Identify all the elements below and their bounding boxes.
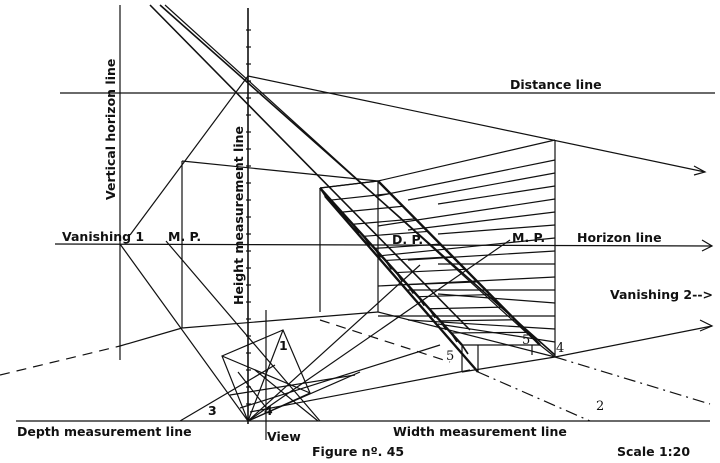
vanishing-2-label: Vanishing 2--> (610, 287, 713, 302)
stair-riser (352, 223, 360, 234)
reference-lines (16, 5, 715, 440)
wall-hatch-line (407, 211, 556, 231)
wall-hatch-line (377, 198, 556, 227)
stair-tread (407, 281, 478, 286)
height-measurement-line-label: Height measurement line (231, 126, 246, 305)
wall-hatch-line (377, 159, 556, 197)
stair-tread (374, 243, 441, 249)
stair-tread (330, 193, 391, 201)
marker-5-left: 5 (446, 349, 454, 364)
mp-right-label: M. P. (512, 230, 545, 245)
wall-hatch-line (377, 237, 556, 257)
stair-riser (373, 247, 382, 258)
construction-diagonals (119, 4, 707, 422)
horizon-line (54, 243, 713, 247)
horizon-arrow-icon (701, 239, 714, 252)
wall-hatch-line (407, 172, 556, 201)
staircase (319, 180, 556, 373)
view-label: View (267, 429, 301, 444)
marker-3: 3 (208, 403, 217, 418)
vanishing-1-label: Vanishing 1 (62, 229, 144, 244)
vanishing-2-arrow-icon (699, 319, 714, 332)
stair-riser (439, 320, 447, 331)
stair-tread (396, 268, 466, 274)
stair-riser (450, 332, 458, 343)
plan-construction (179, 239, 511, 422)
stair-riser (341, 211, 349, 222)
marker-5-right: 5 (522, 333, 530, 348)
depth-measurement-line-label: Depth measurement line (17, 424, 192, 439)
width-measurement-line-label: Width measurement line (393, 424, 567, 439)
stair-tread (385, 256, 453, 262)
stair-tread (319, 180, 379, 189)
mp-left-label: M. P. (168, 229, 201, 244)
wall-hatch-line (437, 224, 556, 235)
wall-hatching (377, 159, 556, 343)
wall-hatch-line (407, 250, 556, 261)
stair-riser (363, 235, 371, 246)
room-walls (0, 139, 714, 422)
stair-riser (461, 344, 469, 355)
stair-riser (330, 199, 338, 210)
stair-tread (451, 331, 528, 334)
marker-1: 1 (279, 338, 288, 353)
stair-tread (352, 218, 416, 225)
stair-riser (406, 284, 415, 295)
stair-riser (384, 260, 393, 270)
wall-hatch-line (437, 185, 556, 205)
distance-line-label: Distance line (510, 77, 602, 92)
stair-riser (428, 308, 436, 319)
stair-tread (341, 205, 403, 213)
stair-tread (440, 319, 516, 322)
marker-4-low: 4 (264, 403, 273, 418)
stair-tread (418, 293, 491, 298)
horizon-line-label: Horizon line (577, 230, 662, 245)
stair-riser (395, 272, 404, 282)
marker-4-stairs: 4 (556, 341, 564, 356)
distance-arrow-icon (693, 165, 707, 176)
vertical-horizon-line-label: Vertical horizon line (103, 59, 118, 200)
scale-label: Scale 1:20 (617, 444, 690, 459)
stair-riser (319, 187, 327, 198)
marker-2: 2 (596, 399, 604, 414)
wall-hatch-line (407, 319, 556, 330)
stair-tread (429, 306, 503, 310)
figure-title: Figure nº. 45 (312, 444, 404, 459)
dp-label: D. P. (392, 232, 423, 247)
stair-tread (363, 230, 428, 237)
